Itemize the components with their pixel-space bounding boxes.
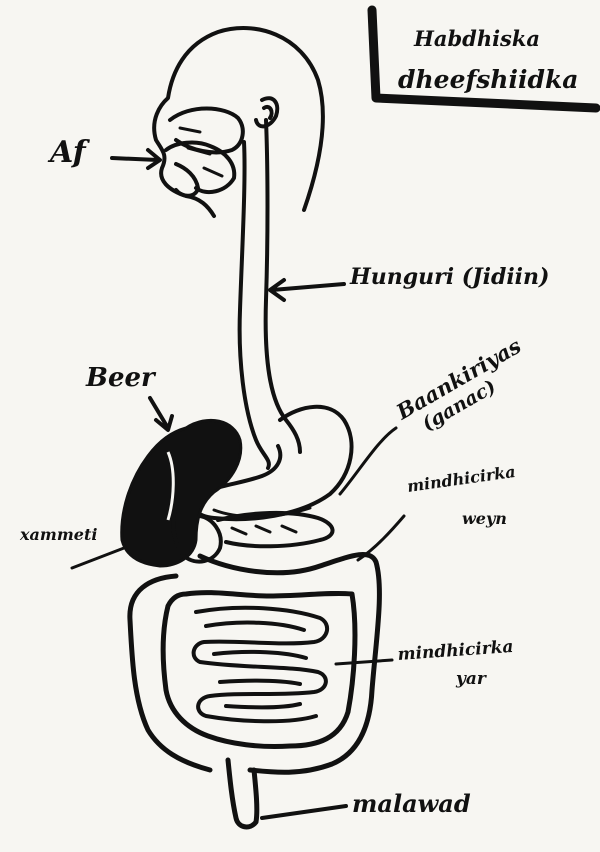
label-large-intestine-line2: weyn [462,509,507,528]
esophagus [240,120,300,468]
rectum-leader [262,806,346,818]
title-line-1: Habdhiska [413,26,540,51]
label-large-intestine-line1: mindhicirka [406,462,517,496]
liver-arrow [150,398,172,430]
label-gallbladder: xammeti [19,525,97,544]
gallbladder-leader [72,548,124,568]
label-liver: Beer [85,363,157,393]
title-line-2: dheefshiidka [398,65,578,94]
liver [122,420,241,566]
label-small-intestine-line1: mindhicirka [397,637,514,665]
oral-cavity [166,98,277,196]
esophagus-arrow [270,280,344,300]
label-esophagus: Hunguri (Jidiin) [349,264,549,290]
small-intestine-leader [336,660,392,664]
small-intestine [194,608,328,722]
large-intestine-leader [358,516,404,560]
rectum [228,760,257,827]
label-small-intestine-line2: yar [455,669,487,689]
label-mouth: Af [47,135,91,170]
title-box: Habdhiska dheefshiidka [372,10,596,108]
label-pancreas-group: Baankiriyas (ganac) [391,333,536,444]
pancreas-texture [232,526,296,534]
mouth-arrow [112,150,160,168]
label-rectum: malawad [352,789,471,818]
